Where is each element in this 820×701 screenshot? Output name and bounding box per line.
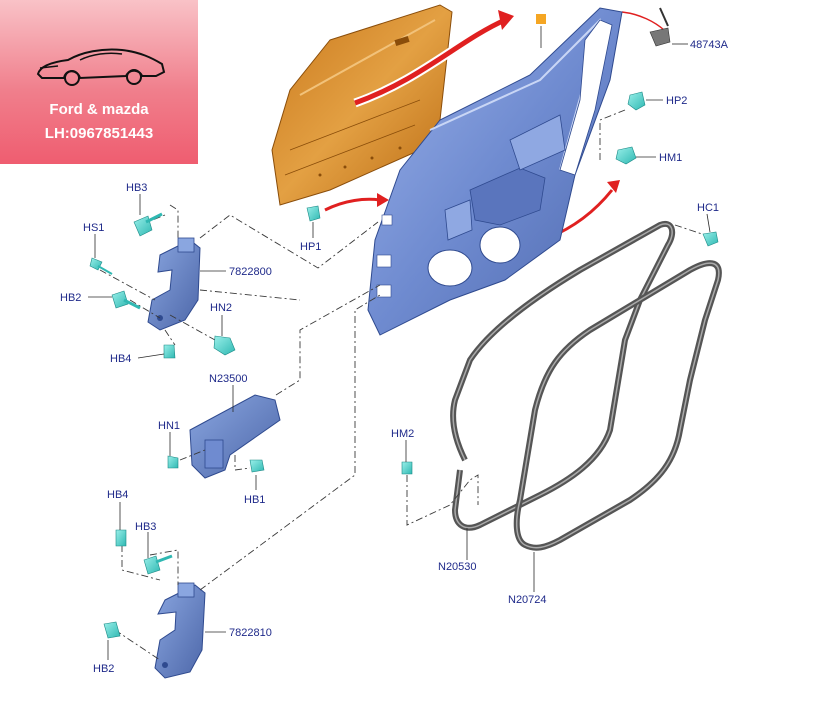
lower-hinge-7822810 [154,582,206,679]
hb2-bolt-upper [111,290,141,310]
callout-hb2-upper: HB2 [60,292,81,304]
badge-title: Ford & mazda [49,101,149,118]
door-seal-n20530 [450,220,676,531]
callout-n20724: N20724 [508,594,547,606]
hn1-nut [167,455,179,469]
fasteners [89,91,719,639]
callout-hp1: HP1 [300,241,321,253]
callout-hb1: HB1 [244,494,265,506]
hp1-clip [306,205,321,222]
callout-hn2: HN2 [210,302,232,314]
callout-hm2: HM2 [391,428,414,440]
hb3-bolt-lower [143,554,173,575]
callout-7822810: 7822810 [229,627,272,639]
upper-hinge-7822800 [147,237,201,331]
clip-48743a [649,7,671,47]
callout-hp2: HP2 [666,95,687,107]
door-seal-n20724 [513,260,722,551]
callouts: 48743A HP2 HM1 HC1 HP1 HB3 HS1 7822800 H… [60,39,729,675]
hb4-bolt-upper [163,344,176,359]
callout-hb4-upper: HB4 [110,353,131,365]
reference-marker [536,14,546,24]
callout-n20530: N20530 [438,561,477,573]
callout-hs1: HS1 [83,222,104,234]
callout-48743a: 48743A [690,39,729,51]
callout-hn1: HN1 [158,420,180,432]
hb4-bolt-lower [115,529,127,547]
hb1-bolt [249,459,265,473]
callout-hb2-lower: HB2 [93,663,114,675]
callout-hb3-lower: HB3 [135,521,156,533]
shop-badge: Ford & mazda LH:0967851443 [0,0,198,164]
hm1-clip [615,146,637,165]
door-check-strap-n23500 [189,394,281,479]
hb3-bolt-upper [133,212,163,237]
inner-door-frame [367,7,623,336]
hb2-bolt-lower [103,621,121,639]
leader-lines [88,43,711,660]
assembly-lines [99,109,706,661]
callout-7822800: 7822800 [229,266,272,278]
assembly-direction-arrows [324,10,665,240]
callout-hb4-lower: HB4 [107,489,128,501]
callout-hb3-upper: HB3 [126,182,147,194]
badge-phone: LH:0967851443 [44,125,154,142]
sports-car-logo-icon [36,48,166,86]
hm2-clip [401,461,413,475]
hp2-clip [627,91,646,111]
hc1-clip [702,231,719,247]
callout-hm1: HM1 [659,152,682,164]
hs1-bolt [89,257,113,275]
callout-n23500: N23500 [209,373,248,385]
callout-hc1: HC1 [697,202,719,214]
hn2-nut [213,335,236,356]
